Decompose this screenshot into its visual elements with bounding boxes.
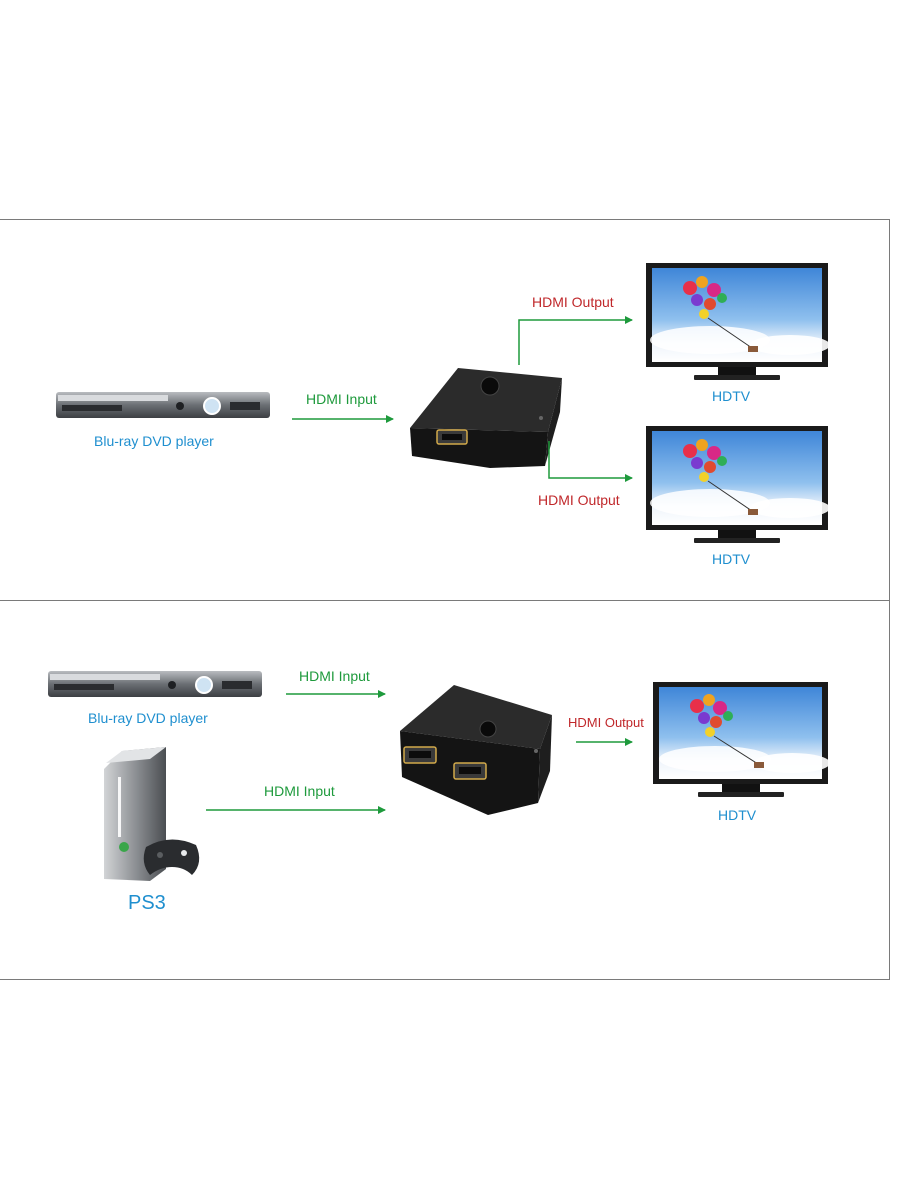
hdtv-icon bbox=[653, 682, 830, 797]
input1-label: HDMI Input bbox=[299, 668, 370, 684]
diagram-panel-single-input: Blu-ray DVD player HDMI Input HDMI Outpu… bbox=[0, 219, 890, 601]
output-label: HDMI Output bbox=[568, 715, 644, 730]
source1-label: Blu-ray DVD player bbox=[88, 710, 208, 726]
tv-label-top: HDTV bbox=[712, 388, 751, 404]
arrow-icon bbox=[518, 316, 633, 365]
tv-label: HDTV bbox=[718, 807, 757, 823]
controller-icon bbox=[143, 839, 200, 875]
output-label-top: HDMI Output bbox=[532, 294, 614, 310]
output-label-bottom: HDMI Output bbox=[538, 492, 620, 508]
hdmi-switch-icon bbox=[410, 368, 562, 468]
blu-ray-player-icon bbox=[48, 671, 262, 697]
blu-ray-player-icon bbox=[56, 392, 270, 418]
source2-label: PS3 bbox=[128, 892, 166, 914]
panel-bottom-artwork bbox=[48, 671, 830, 881]
hdtv-icon bbox=[646, 426, 830, 543]
diagram-panel-dual-input: Blu-ray DVD player PS3 HDMI Input HDMI I… bbox=[0, 600, 890, 980]
input-label: HDMI Input bbox=[306, 391, 377, 407]
hdtv-icon bbox=[646, 263, 830, 380]
tv-label-bottom: HDTV bbox=[712, 551, 751, 567]
hdmi-switch-icon bbox=[400, 685, 552, 815]
source-label: Blu-ray DVD player bbox=[94, 433, 214, 449]
arrow-icon bbox=[548, 441, 633, 482]
panel-top-artwork bbox=[56, 263, 830, 543]
input2-label: HDMI Input bbox=[264, 783, 335, 799]
